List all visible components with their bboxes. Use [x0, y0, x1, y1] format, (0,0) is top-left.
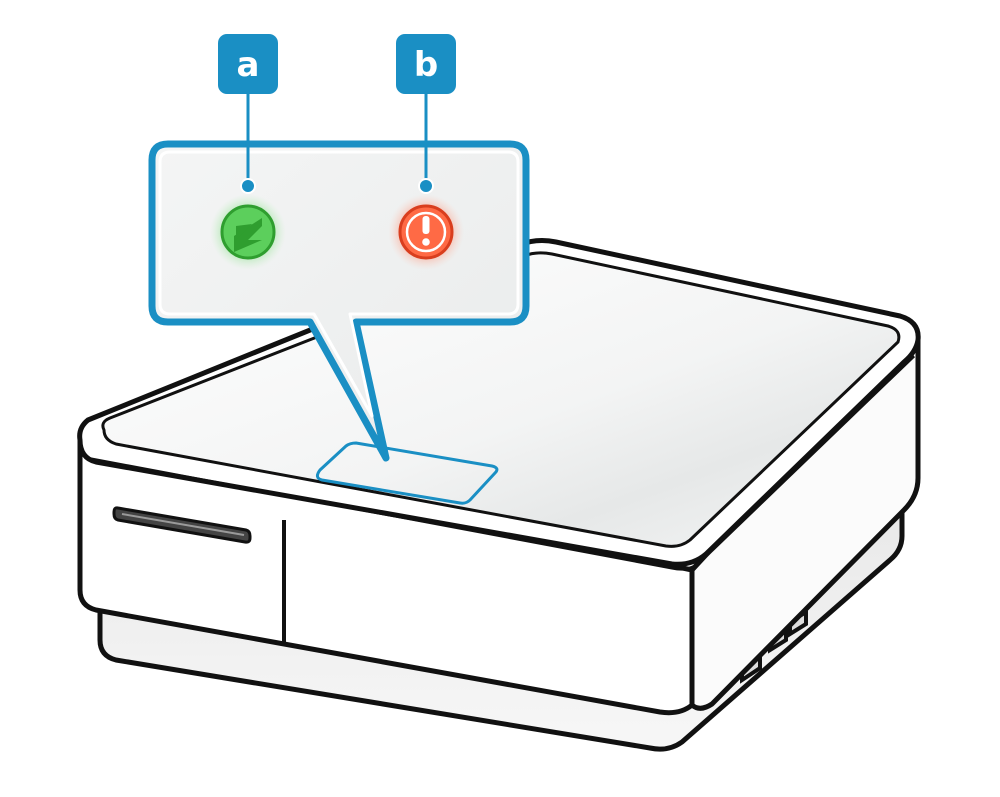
device-front-details [112, 506, 286, 646]
device-body [77, 331, 921, 716]
indicator-panel-highlight [315, 441, 499, 505]
error-indicator-icon [388, 194, 464, 270]
marker-b-badge [396, 34, 456, 94]
marker-b-label: b [414, 45, 438, 85]
device-top-lid [77, 238, 921, 571]
callout-marker-a: a [218, 34, 278, 194]
paper-slot [112, 506, 252, 544]
marker-a-badge [218, 34, 278, 94]
callout-marker-b: b [396, 34, 456, 194]
power-indicator-icon [210, 194, 286, 270]
marker-a-label: a [237, 45, 260, 85]
